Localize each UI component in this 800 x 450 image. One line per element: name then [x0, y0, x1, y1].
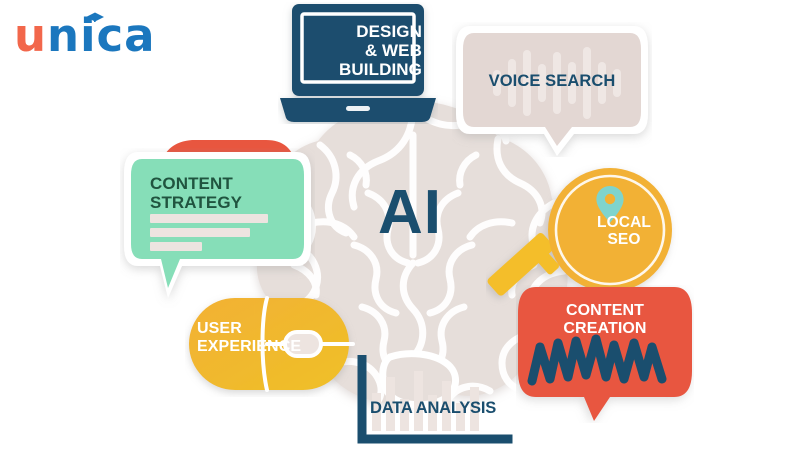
- node-label-user-experience: USER EXPERIENCE: [197, 320, 302, 355]
- node-content-creation[interactable]: CONTENT CREATION: [516, 285, 694, 423]
- scribble-icon: [527, 334, 667, 386]
- node-user-experience[interactable]: USER EXPERIENCE: [185, 292, 360, 397]
- node-label-content-strategy: CONTENT STRATEGY: [150, 174, 243, 213]
- node-voice-search[interactable]: VOICE SEARCH: [452, 22, 652, 157]
- mouse-icon: [189, 296, 355, 392]
- map-pin-icon: [596, 186, 624, 223]
- speech-bubble-strategy-icon: [124, 152, 311, 298]
- waveform-icon: [493, 47, 621, 119]
- text-lines-icon: [150, 214, 268, 251]
- node-label-local-seo: LOCAL SEO: [597, 214, 651, 249]
- node-data-analysis[interactable]: DATA ANALYSIS: [348, 355, 518, 447]
- unica-logo: unica: [14, 8, 184, 64]
- speech-bubble-voice-icon: [456, 26, 648, 156]
- node-label-design-web-building: DESIGN & WEB BUILDING: [339, 22, 422, 80]
- page-title-ai: AI: [378, 178, 442, 247]
- node-content-strategy[interactable]: CONTENT STRATEGY: [120, 140, 315, 308]
- node-label-voice-search: VOICE SEARCH: [488, 72, 616, 90]
- graduation-cap-icon: [86, 12, 104, 22]
- logo-letter-u: u: [14, 9, 48, 62]
- node-design-web-building[interactable]: DESIGN & WEB BUILDING: [278, 2, 438, 124]
- node-label-content-creation: CONTENT CREATION: [563, 302, 647, 337]
- magnifier-icon: [487, 168, 672, 296]
- bar-chart-icon: [357, 355, 513, 444]
- node-local-seo[interactable]: LOCAL SEO: [486, 162, 691, 307]
- node-label-data-analysis: DATA ANALYSIS: [370, 399, 497, 417]
- laptop-icon: [280, 4, 436, 122]
- speech-bubble-creation-icon: [518, 287, 692, 421]
